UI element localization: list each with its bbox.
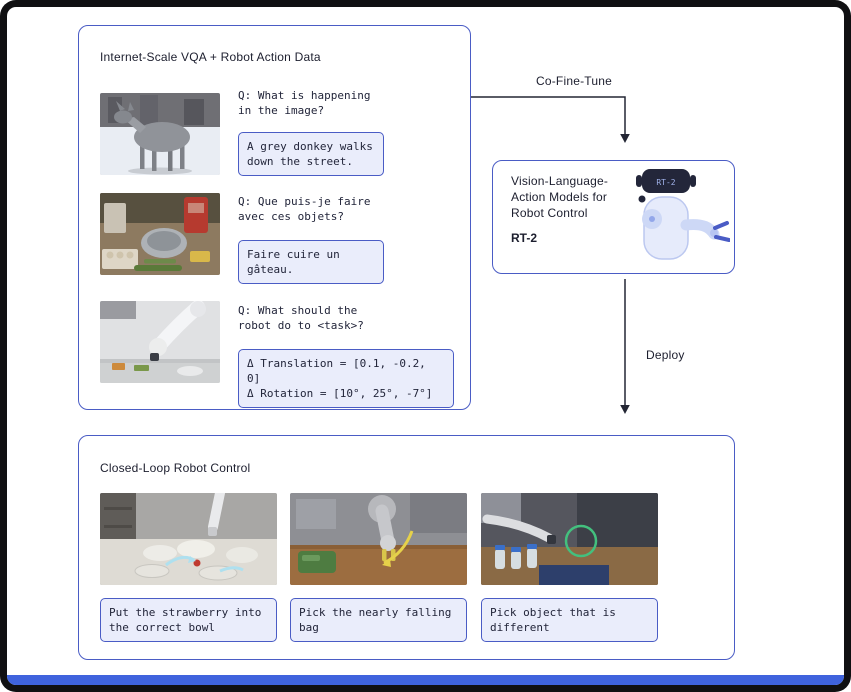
answer-box: Δ Translation = [0.1, -0.2, 0] Δ Rotatio… — [238, 349, 454, 408]
task-caption-box: Pick object that is different — [481, 598, 658, 642]
vla-panel: Vision-Language- Action Models for Robot… — [492, 160, 735, 274]
falling-bag-task-photo-art — [290, 493, 467, 585]
kitchen-photo-art — [100, 193, 220, 275]
falling-bag-task-photo — [290, 493, 467, 585]
deploy-label: Deploy — [646, 348, 685, 362]
different-object-task-photo-art — [481, 493, 658, 585]
question-text: Q: What should the robot do to <task>? — [238, 304, 364, 332]
answer-box: Faire cuire un gâteau. — [238, 240, 384, 284]
answer-text: Faire cuire un gâteau. — [247, 248, 340, 276]
robot-badge-text: RT-2 — [656, 178, 675, 187]
task-caption-box: Pick the nearly falling bag — [290, 598, 467, 642]
vqa-panel-title: Internet-Scale VQA + Robot Action Data — [100, 50, 321, 64]
next-section-strip — [7, 675, 844, 685]
question-text: Q: Que puis-je faire avec ces objets? — [238, 195, 371, 223]
control-panel-title: Closed-Loop Robot Control — [100, 461, 251, 475]
vqa-panel: Internet-Scale VQA + Robot Action Data — [78, 25, 471, 410]
co-fine-tune-label: Co-Fine-Tune — [536, 74, 612, 88]
donkey-photo — [100, 93, 220, 175]
strawberry-task-photo — [100, 493, 277, 585]
vla-panel-title: Vision-Language- Action Models for Robot… — [511, 174, 609, 220]
donkey-photo-art — [100, 93, 220, 175]
different-object-task-photo — [481, 493, 658, 585]
task-caption: Pick the nearly falling bag — [299, 606, 452, 634]
vla-model-name: RT-2 — [511, 231, 538, 245]
robot-arm-photo-art — [100, 301, 220, 383]
control-panel: Closed-Loop Robot Control — [78, 435, 735, 660]
robot-mascot-icon: RT-2 — [636, 169, 730, 260]
task-caption-box: Put the strawberry into the correct bowl — [100, 598, 277, 642]
strawberry-task-photo-art — [100, 493, 277, 585]
page-canvas: Co-Fine-Tune Deploy Internet-Scale VQA +… — [7, 7, 844, 685]
question-text: Q: What is happening in the image? — [238, 89, 371, 117]
answer-box: A grey donkey walks down the street. — [238, 132, 384, 176]
answer-text: A grey donkey walks down the street. — [247, 140, 373, 168]
kitchen-photo — [100, 193, 220, 275]
task-caption: Pick object that is different — [490, 606, 616, 634]
answer-text: Δ Translation = [0.1, -0.2, 0] Δ Rotatio… — [247, 357, 433, 400]
robot-arm-photo — [100, 301, 220, 383]
task-caption: Put the strawberry into the correct bowl — [109, 606, 262, 634]
